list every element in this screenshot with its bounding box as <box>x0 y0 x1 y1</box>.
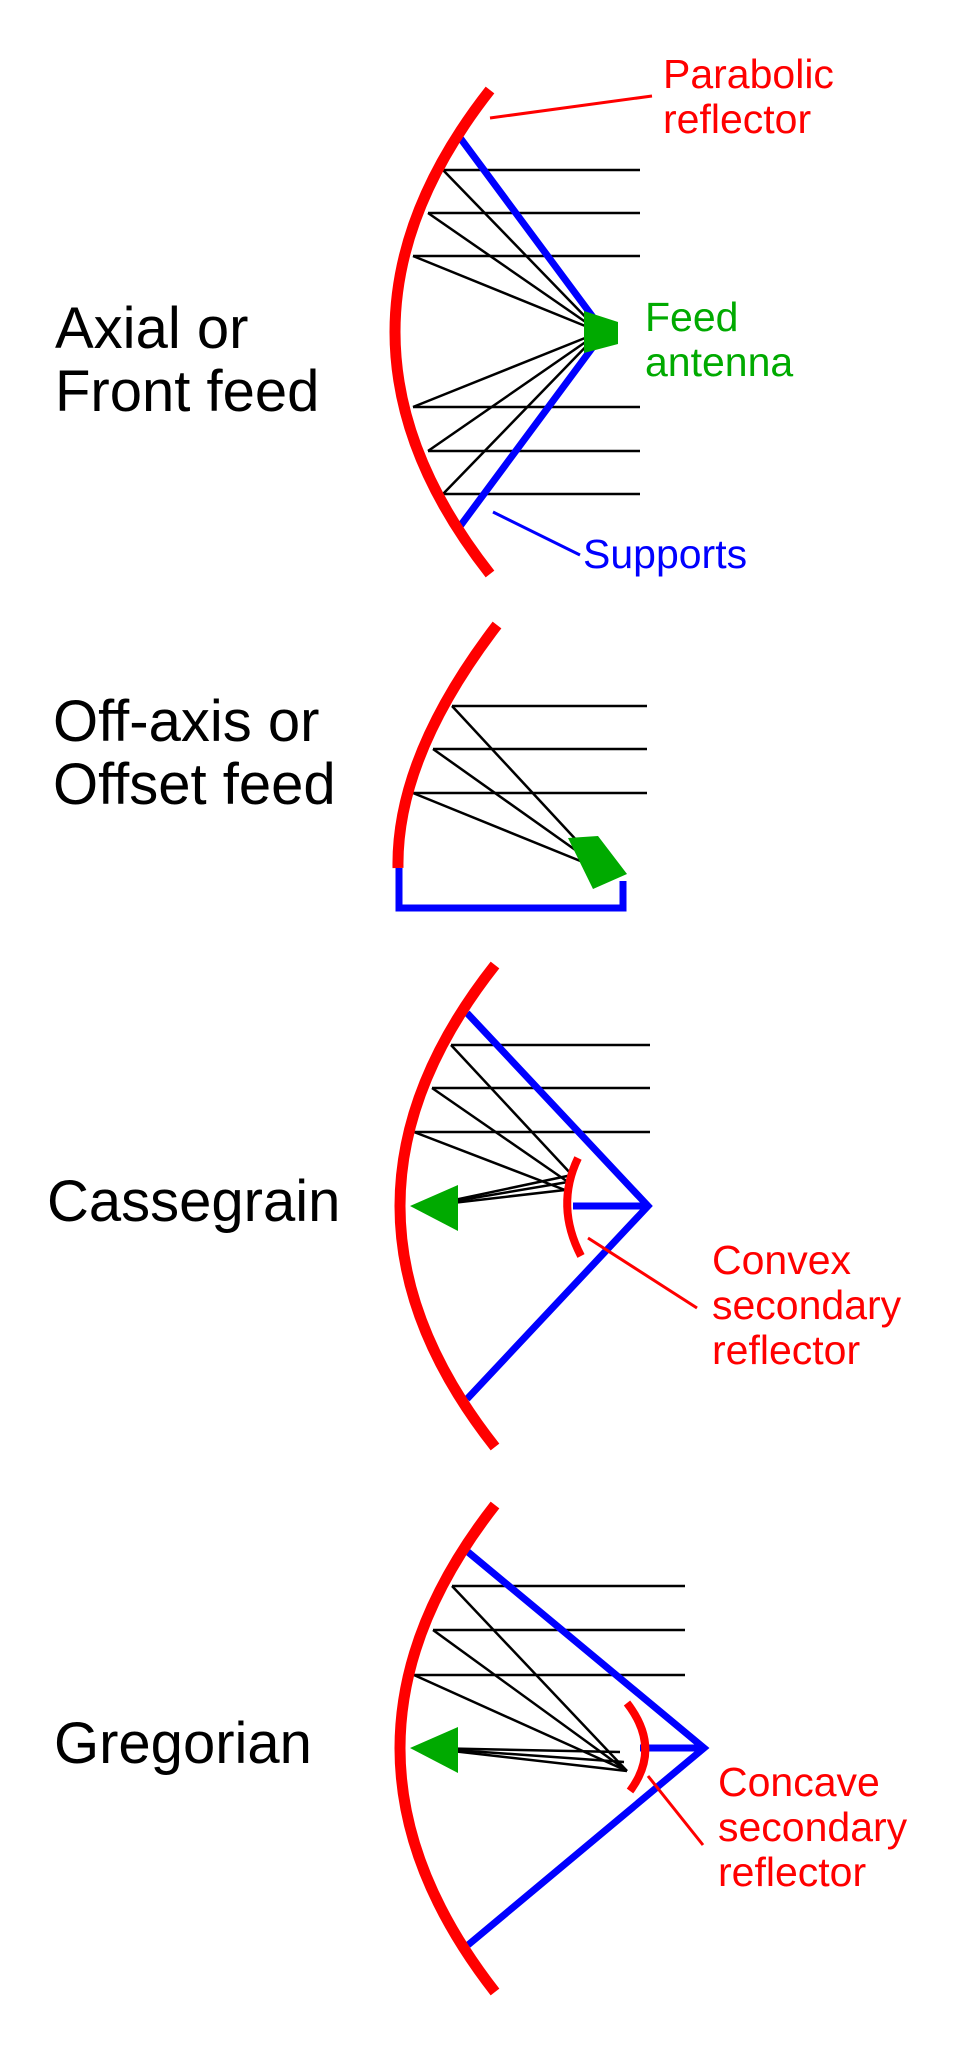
concave-secondary-label: Concave secondary reflector <box>718 1759 919 1895</box>
reflected-ray <box>412 791 606 873</box>
secondary-ray <box>425 1746 625 1764</box>
callout-line: Feed <box>645 294 738 340</box>
offset-feed-icon <box>568 836 627 889</box>
reflector-leader <box>489 94 653 120</box>
cassegrain-feed-icon <box>410 1185 458 1231</box>
gregorian-feed-icon <box>410 1727 458 1773</box>
gregorian-main-reflector <box>394 1501 500 1996</box>
reflected-ray <box>413 1673 628 1773</box>
support-struts <box>455 132 609 532</box>
title-line: Front feed <box>55 359 319 424</box>
reflected-ray <box>412 254 601 334</box>
callout-line: secondary <box>712 1282 902 1328</box>
convex-secondary-reflector <box>563 1156 585 1258</box>
callout-line: reflector <box>718 1849 866 1895</box>
reflected-ray <box>442 331 601 495</box>
feed-antenna-label: Feed antenna <box>645 294 793 385</box>
title-line: Cassegrain <box>47 1169 340 1234</box>
callout-line: reflector <box>712 1327 860 1373</box>
incoming-rays <box>412 168 640 496</box>
reflected-ray <box>442 169 601 333</box>
callout-line: Convex <box>712 1237 852 1283</box>
offset-reflector <box>392 621 502 869</box>
title-line: Axial or <box>55 296 248 361</box>
panel-gregorian-title: Gregorian <box>54 1711 312 1776</box>
supports-leader <box>492 510 581 557</box>
reflected-ray <box>413 1130 566 1192</box>
secondary-ray <box>425 1746 628 1773</box>
feed-antenna-icon <box>584 311 618 353</box>
concave-secondary-reflector <box>623 1700 650 1794</box>
panel-gregorian: Gregorian Concave secondary reflector <box>54 1501 919 1996</box>
reflected-ray <box>427 211 601 334</box>
panel-axial-front-feed: Axial or Front feed Parabolic reflector <box>55 51 845 578</box>
reflected-ray <box>450 1044 573 1176</box>
panel-cassegrain: Cassegrain Convex secondary reflector <box>47 961 913 1451</box>
title-line: Offset feed <box>53 752 336 817</box>
parabolic-reflector-label: Parabolic reflector <box>663 51 845 142</box>
callout-line: Parabolic <box>663 51 834 97</box>
reflected-ray <box>432 1628 628 1773</box>
parabolic-reflector <box>389 86 495 578</box>
title-line: Off-axis or <box>53 689 319 754</box>
offset-support-arm <box>395 868 627 912</box>
convex-secondary-leader <box>587 1236 698 1310</box>
callout-line: Concave <box>718 1759 880 1805</box>
cassegrain-rays <box>413 1043 650 1208</box>
offset-rays <box>412 704 647 873</box>
title-line: Gregorian <box>54 1711 312 1776</box>
reflected-ray <box>427 330 601 453</box>
reflected-ray <box>412 330 601 409</box>
reflected-ray <box>431 1086 569 1184</box>
callout-line: antenna <box>645 339 793 385</box>
callout-line: Supports <box>583 531 747 577</box>
cassegrain-main-reflector <box>394 961 500 1451</box>
panel-axial-title: Axial or Front feed <box>55 296 319 424</box>
concave-secondary-leader <box>646 1775 705 1846</box>
secondary-ray <box>425 1746 621 1754</box>
convex-secondary-label: Convex secondary reflector <box>712 1237 913 1373</box>
reflected-ray <box>451 1585 628 1772</box>
panel-offset-title: Off-axis or Offset feed <box>53 689 336 817</box>
callout-line: reflector <box>663 96 811 142</box>
panel-offset-feed: Off-axis or Offset feed <box>53 621 647 912</box>
panel-cassegrain-title: Cassegrain <box>47 1169 340 1234</box>
callout-line: secondary <box>718 1804 908 1850</box>
supports-label: Supports <box>583 531 747 577</box>
